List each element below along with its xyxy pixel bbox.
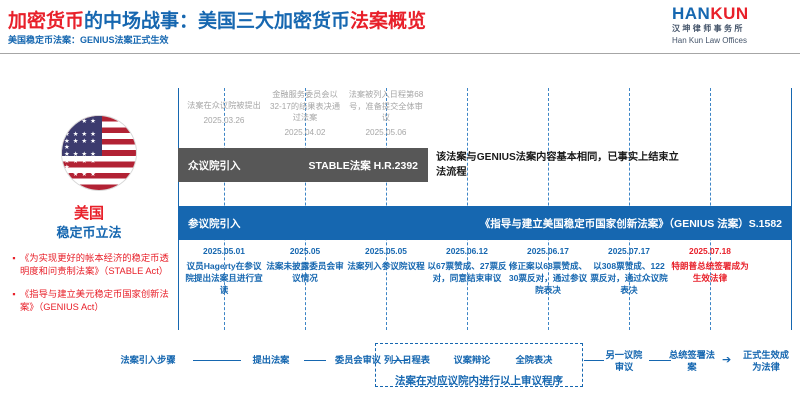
flow-connector — [193, 360, 241, 361]
country-name: 美国 — [73, 205, 104, 222]
logo-kun: KUN — [710, 4, 749, 23]
bill-list: ▪ 《为实现更好的帐本经济的稳定币透明度和问责制法案》（STABLE Act） … — [8, 252, 178, 324]
flow-connector — [304, 360, 326, 361]
flow-step-3: 列入日程表 — [384, 355, 430, 365]
review-procedure-note: 法案在对应议院内进行以上审议程序 — [395, 375, 563, 387]
flow-step-5: 全院表决 — [515, 355, 553, 365]
flow-step-2: 委员会审议 — [335, 355, 381, 365]
bill-name: 《为实现更好的帐本经济的稳定币透明度和问责制法案》（STABLE Act） — [20, 253, 169, 276]
senate-note-date: 2025.05 — [289, 246, 321, 256]
title-part-3: 法案概览 — [350, 11, 427, 32]
list-item: ▪ 《指导与建立美元稳定币国家创新法案》（GENIUS Act） — [8, 288, 178, 314]
senate-note-text: 法案未披露委员会审议情况 — [266, 261, 344, 283]
flag-stars: ★ ★ ★ ★ ★★ ★ ★ ★★ ★ ★ ★ ★★ ★ ★ ★★ ★ ★ ★ … — [64, 118, 97, 178]
flow-step-6: 另一议院审议 — [605, 350, 643, 372]
senate-note-date: 2025.06.12 — [446, 246, 488, 256]
senate-note: 2025.05.01 议员Hagerty在参议院提出法案且进行宣读 — [184, 246, 264, 296]
senate-note-text: 以308票赞成、122票反对，通过众议院表决 — [590, 261, 668, 295]
house-bar-value: STABLE法案 H.R.2392 — [308, 159, 419, 172]
us-flag-circle-icon: ★ ★ ★ ★ ★★ ★ ★ ★★ ★ ★ ★ ★★ ★ ★ ★★ ★ ★ ★ … — [62, 116, 136, 190]
bill-name: 《指导与建立美元稳定币国家创新法案》（GENIUS Act） — [20, 289, 169, 312]
senate-note-date: 2025.05.01 — [203, 246, 245, 256]
flow-connector — [392, 360, 408, 361]
senate-note: 2025.06.17 修正案以68票赞成、30票反对，通过参议院表决 — [508, 246, 588, 296]
house-note-text: 法案在众议院被提出 — [187, 101, 261, 110]
page-subtitle: 美国稳定币法案：GENIUS法案正式生效 — [8, 35, 169, 45]
arrow-right-icon: ➔ — [722, 354, 732, 366]
senate-note: 2025.05.05 法案列入参议院议程 — [346, 246, 426, 272]
header: 加密货币的中场战事：美国三大加密货币法案概览 美国稳定币法案：GENIUS法案正… — [0, 0, 800, 54]
senate-bar-label: 参议院引入 — [188, 217, 241, 230]
house-note: 金融服务委员会以32-17的结果表决通过法案 2025.04.02 — [267, 89, 343, 138]
review-procedure-box — [375, 343, 583, 387]
house-note-date: 2025.04.02 — [284, 127, 326, 137]
title-part-2: 的中场战事：美国三大加密货币 — [84, 11, 351, 32]
bullet-dot-icon: ▪ — [12, 253, 16, 263]
timeline-chart: 法案在众议院被提出 2025.03.26 金融服务委员会以32-17的结果表决通… — [178, 88, 792, 330]
house-note: 法案在众议院被提出 2025.03.26 — [186, 100, 262, 126]
list-item: ▪ 《为实现更好的帐本经济的稳定币透明度和问责制法案》（STABLE Act） — [8, 252, 178, 278]
flow-title: 法案引入步骤 — [120, 355, 176, 365]
country-subtitle: 稳定币立法 — [56, 225, 122, 240]
senate-note-text: 法案列入参议院议程 — [347, 261, 425, 271]
senate-note-date: 2025.05.05 — [365, 246, 407, 256]
senate-bar-value: 《指导与建立美国稳定币国家创新法案》（GENIUS 法案）S.1582 — [479, 217, 782, 230]
house-note-date: 2025.03.26 — [203, 115, 245, 125]
senate-note-text: 议员Hagerty在参议院提出法案且进行宣读 — [185, 261, 263, 295]
process-flow: 法案引入步骤 提出法案 委员会审议 列入日程表 议案辩论 全院表决 法案在对应议… — [0, 340, 800, 416]
house-note-date: 2025.05.06 — [365, 127, 407, 137]
senate-note-text: 修正案以68票赞成、30票反对，通过参议院表决 — [508, 261, 588, 295]
house-note: 法案被列入日程第68号，准备提交全体审议 2025.05.06 — [348, 89, 424, 138]
page-title: 加密货币的中场战事：美国三大加密货币法案概览 — [8, 6, 426, 33]
logo-chinese-name: 汉坤律师事务所 — [672, 24, 745, 33]
flow-connector — [649, 360, 671, 361]
bullet-dot-icon: ▪ — [12, 289, 16, 299]
flow-step-8: 正式生效成为法律 — [743, 350, 789, 372]
senate-note-date: 2025.07.18 — [689, 246, 731, 256]
hankun-logo: HANKUN 汉坤律师事务所 Han Kun Law Offices — [672, 4, 792, 46]
senate-note-highlight: 2025.07.18 特朗普总统签署成为生效法律 — [670, 246, 750, 284]
flow-connector — [584, 360, 604, 361]
logo-han: HAN — [672, 4, 711, 23]
senate-bar: 参议院引入 《指导与建立美国稳定币国家创新法案》（GENIUS 法案）S.158… — [178, 206, 792, 240]
header-divider — [0, 53, 800, 54]
house-bar-label: 众议院引入 — [188, 159, 241, 172]
flag-canton — [62, 116, 102, 156]
house-note-text: 金融服务委员会以32-17的结果表决通过法案 — [269, 90, 341, 122]
senate-note-date: 2025.06.17 — [527, 246, 569, 256]
senate-note-text: 特朗普总统签署成为生效法律 — [671, 261, 749, 283]
senate-note: 2025.05 法案未披露委员会审议情况 — [265, 246, 345, 284]
senate-note-date: 2025.07.17 — [608, 246, 650, 256]
senate-note-text: 以67票赞成、27票反对，同意结束审议 — [427, 261, 507, 283]
house-comment: 该法案与GENIUS法案内容基本相同，已事实上结束立法流程 — [436, 152, 679, 178]
flow-step-1: 提出法案 — [252, 355, 290, 365]
senate-note: 2025.06.12 以67票赞成、27票反对，同意结束审议 — [427, 246, 507, 284]
senate-note: 2025.07.17 以308票赞成、122票反对，通过众议院表决 — [589, 246, 669, 296]
flow-step-4: 议案辩论 — [453, 355, 491, 365]
house-bar: 众议院引入 STABLE法案 H.R.2392 — [178, 148, 428, 182]
title-part-1: 加密货币 — [8, 11, 85, 32]
logo-english-name: Han Kun Law Offices — [672, 36, 748, 45]
house-note-text: 法案被列入日程第68号，准备提交全体审议 — [348, 90, 424, 122]
flow-step-7: 总统签署法案 — [669, 350, 715, 372]
logo-wordmark: HANKUN — [672, 4, 792, 23]
